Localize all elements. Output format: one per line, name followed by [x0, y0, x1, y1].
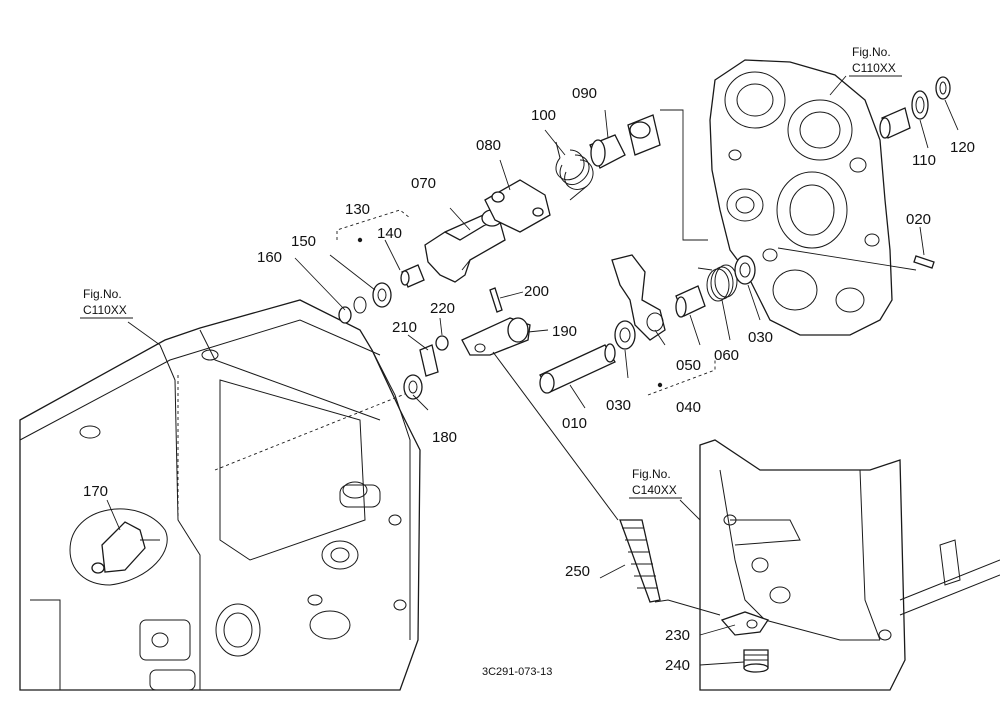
label-200: 200 — [524, 283, 549, 300]
figure-ref-line1: Fig.No. — [852, 45, 891, 59]
label-090: 090 — [572, 85, 597, 102]
part-150-washer — [372, 282, 392, 308]
label-160: 160 — [257, 249, 282, 266]
figure-ref-line1: Fig.No. — [83, 287, 122, 301]
label-040: 040 — [676, 399, 701, 416]
group-dot-040 — [657, 382, 663, 388]
label-030-left: 030 — [606, 397, 631, 414]
part-230-bracket — [720, 611, 770, 636]
figure-ref-line2: C110XX — [852, 61, 896, 75]
part-110-washer — [911, 90, 929, 120]
part-060-spring — [697, 264, 738, 302]
part-240-bolt — [743, 649, 769, 673]
group-bracket-040 — [647, 360, 716, 396]
part-080-plate — [484, 179, 551, 233]
part-040-lever — [611, 254, 666, 341]
label-070: 070 — [411, 175, 436, 192]
part-030-washer-right — [734, 255, 756, 285]
right-gear-case — [660, 59, 917, 336]
part-090b-bushing — [627, 114, 661, 156]
part-labels: 010 020 030 030 040 050 060 070 080 090 … — [83, 85, 975, 674]
part-180-seal — [403, 374, 423, 400]
part-020-pin — [913, 255, 935, 269]
part-070-shaft — [424, 209, 506, 283]
part-220-bolt — [435, 335, 449, 351]
part-170-lever — [91, 521, 160, 574]
label-210: 210 — [392, 319, 417, 336]
leader-lines — [106, 75, 959, 666]
label-220: 220 — [430, 300, 455, 317]
label-170: 170 — [83, 483, 108, 500]
part-090-collar — [589, 134, 626, 169]
part-160-circlip — [338, 296, 367, 324]
figure-ref-bottom-right: Fig.No. C140XX — [629, 467, 682, 499]
label-120: 120 — [950, 139, 975, 156]
label-030-right: 030 — [748, 329, 773, 346]
label-180: 180 — [432, 429, 457, 446]
left-transmission-housing — [19, 299, 421, 691]
label-240: 240 — [665, 657, 690, 674]
label-010: 010 — [562, 415, 587, 432]
figure-ref-top-right: Fig.No. C110XX — [849, 45, 902, 77]
figure-ref-line1: Fig.No. — [632, 467, 671, 481]
part-200-pin — [489, 287, 503, 313]
group-bracket-130 — [336, 209, 411, 240]
drawing-code: 3C291-073-13 — [482, 666, 552, 678]
label-110: 110 — [912, 152, 936, 169]
label-020: 020 — [906, 211, 931, 228]
label-250: 250 — [565, 563, 590, 580]
figure-ref-line2: C110XX — [83, 303, 127, 317]
figure-ref-left: Fig.No. C110XX — [80, 287, 133, 319]
group-dot-130 — [357, 237, 363, 243]
part-120-circlip — [935, 76, 951, 100]
label-140: 140 — [377, 225, 402, 242]
label-130: 130 — [345, 201, 370, 218]
label-100: 100 — [531, 107, 556, 124]
label-080: 080 — [476, 137, 501, 154]
label-150: 150 — [291, 233, 316, 250]
part-250-spring — [492, 351, 721, 616]
label-060: 060 — [714, 347, 739, 364]
label-190: 190 — [552, 323, 577, 340]
label-230: 230 — [665, 627, 690, 644]
part-100-spring — [555, 141, 594, 201]
part-140-bushing — [400, 264, 425, 288]
part-210-bracket — [419, 344, 439, 377]
part-030-washer-left — [614, 320, 636, 350]
part-050-bushing — [675, 285, 706, 318]
part-110-bushing — [879, 107, 911, 139]
part-010-shaft — [539, 343, 616, 394]
figure-ref-line2: C140XX — [632, 483, 677, 497]
label-050: 050 — [676, 357, 701, 374]
part-190-lever — [461, 317, 531, 356]
